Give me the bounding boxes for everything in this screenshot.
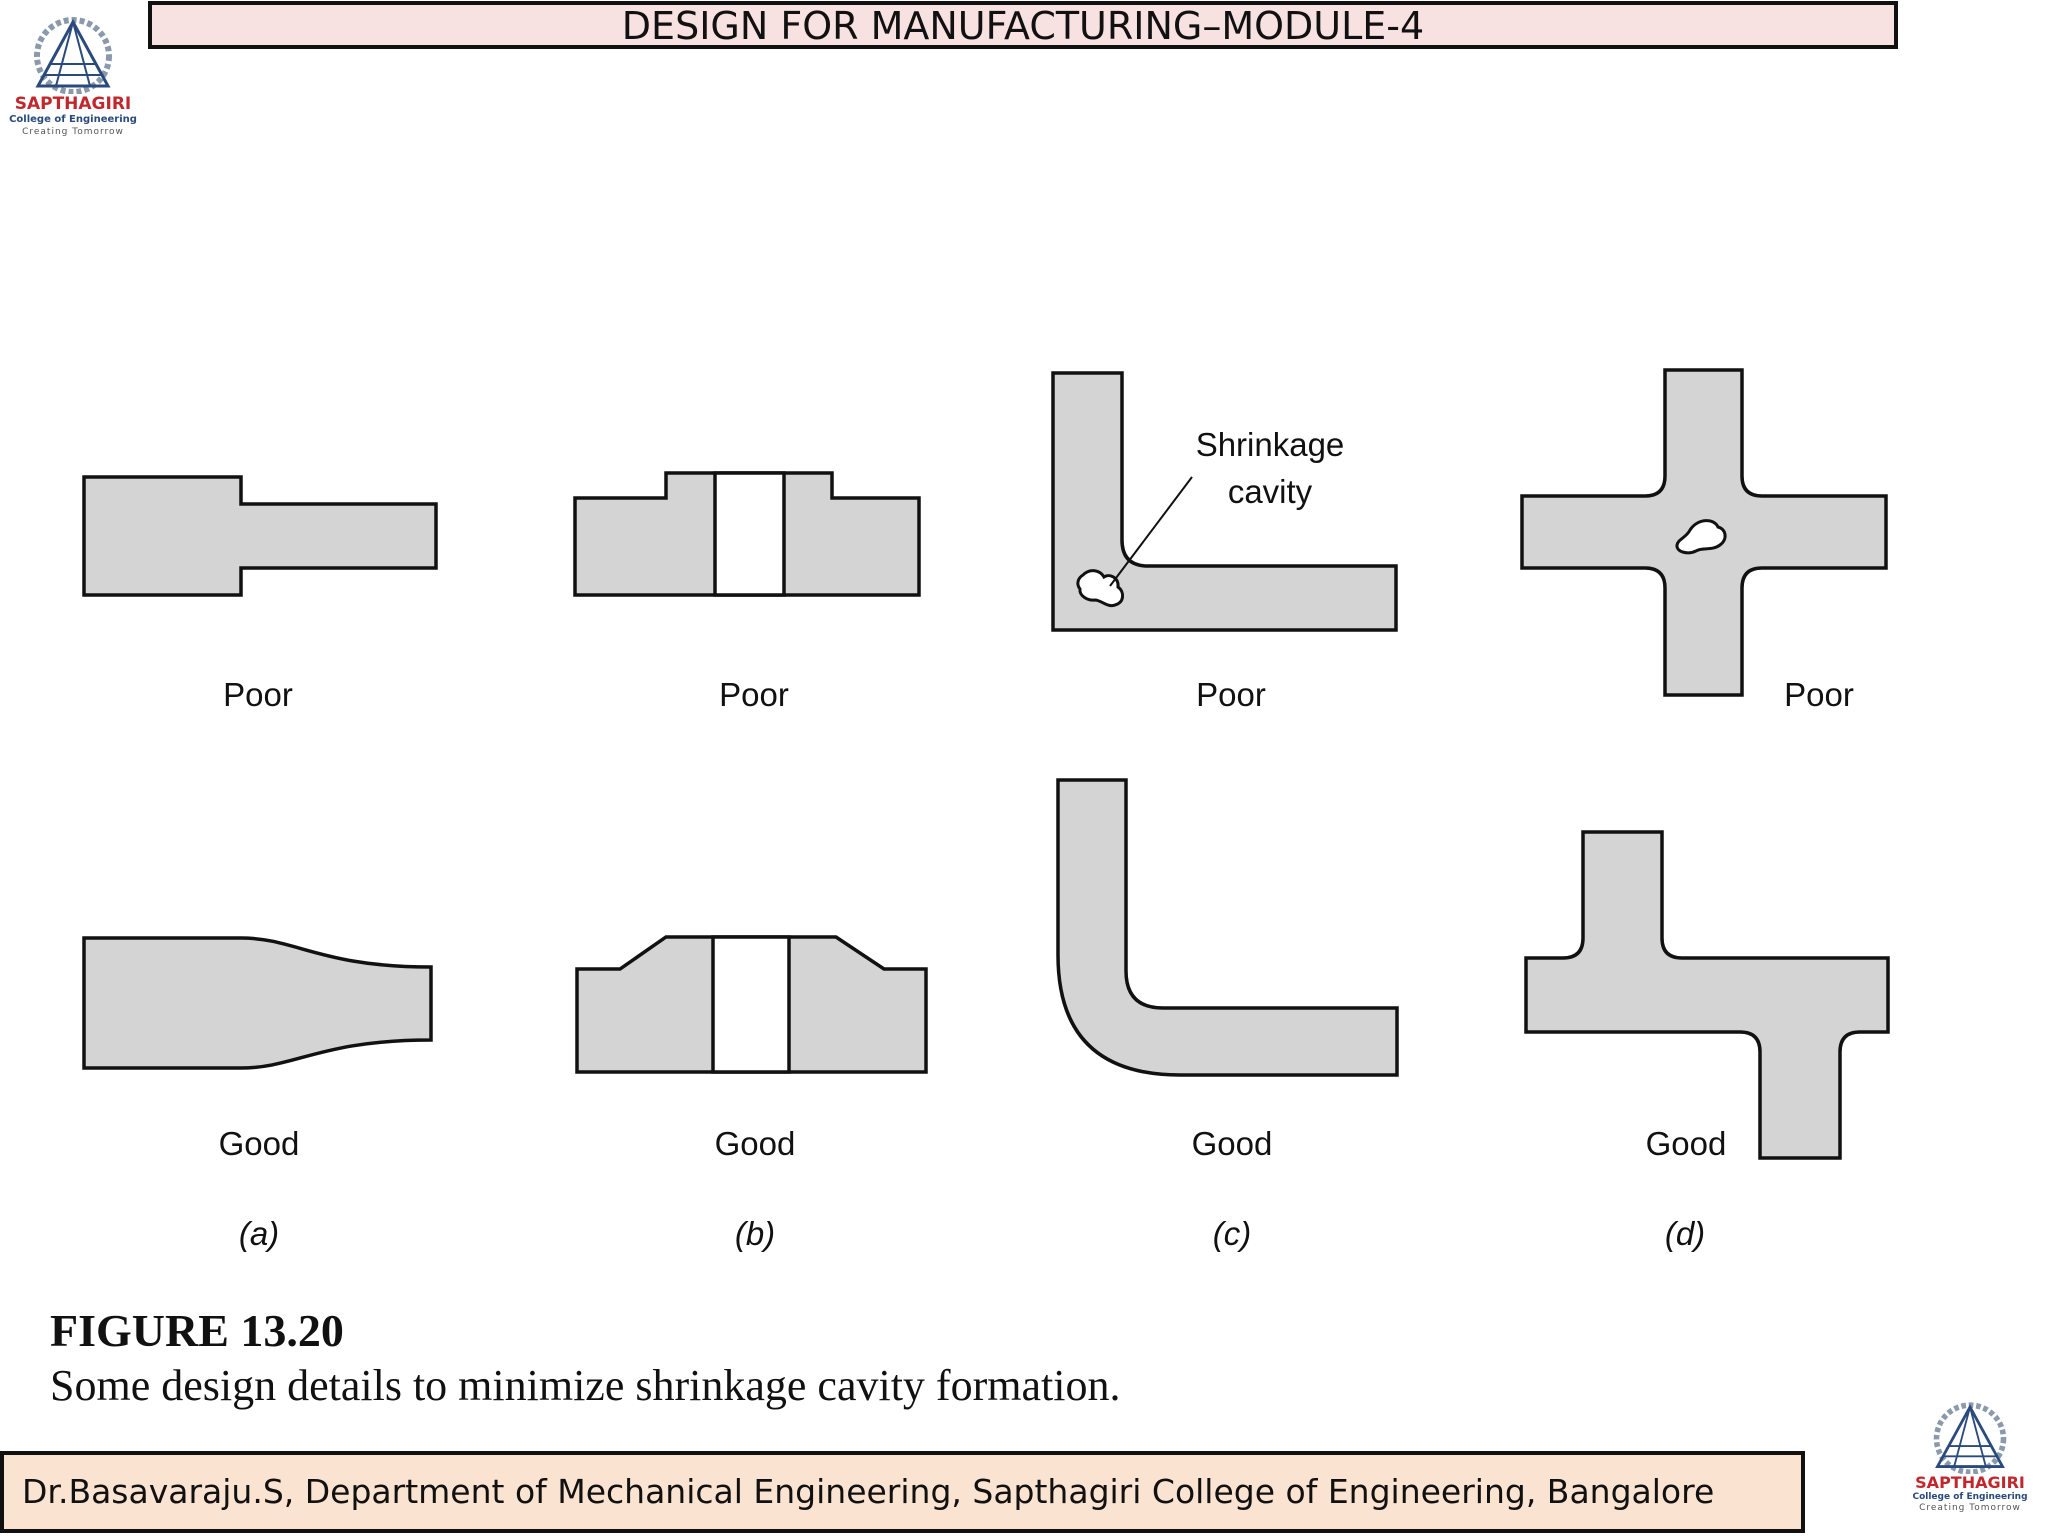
panel-c-good-label: Good <box>1192 1125 1273 1162</box>
panel-a-poor-label: Poor <box>223 676 293 713</box>
logo-subtitle: College of Engineering <box>1912 1492 2028 1502</box>
panel-a-good-shape <box>82 936 433 1070</box>
logo-tagline: Creating Tomorrow <box>1919 1503 2021 1513</box>
panel-d-good-shape <box>1524 830 1890 1160</box>
panel-c-cavity <box>1076 569 1124 608</box>
panel-d-poor-label: Poor <box>1784 676 1854 713</box>
panel-d-letter: (d) <box>1665 1215 1705 1252</box>
panel-c-poor-shape <box>1051 371 1398 632</box>
figure-caption: Some design details to minimize shrinkag… <box>50 1361 1121 1410</box>
panel-b-letter: (b) <box>735 1215 775 1252</box>
panel-a-good-label: Good <box>219 1125 300 1162</box>
panel-d-good-label: Good <box>1646 1125 1727 1162</box>
panel-a-letter: (a) <box>239 1215 279 1252</box>
panel-b-good-label: Good <box>715 1125 796 1162</box>
logo-name: SAPTHAGIRI <box>1915 1473 2025 1492</box>
footer-author: Dr.Basavaraju.S, Department of Mechanica… <box>0 1451 1805 1533</box>
slide-title: DESIGN FOR MANUFACTURING–MODULE-4 <box>148 1 1898 49</box>
panel-c-letter: (c) <box>1213 1215 1251 1252</box>
logo-emblem-icon <box>1933 1402 2007 1474</box>
shrinkage-figure: Shrinkage cavity Poor Poor Poor Poor Goo… <box>82 368 1890 1252</box>
logo-subtitle: College of Engineering <box>9 114 137 125</box>
logo-name: SAPTHAGIRI <box>14 94 132 114</box>
cavity-leader-line <box>1109 476 1193 587</box>
college-logo-footer: SAPTHAGIRI College of Engineering Creati… <box>1905 1394 2035 1514</box>
panel-b-good-hole <box>711 935 791 1074</box>
annotation-line2: cavity <box>1228 473 1313 510</box>
panel-c-poor-label: Poor <box>1196 676 1266 713</box>
figure-title: FIGURE 13.20 <box>50 1305 344 1356</box>
annotation-line1: Shrinkage <box>1196 426 1345 463</box>
panel-b-poor-label: Poor <box>719 676 789 713</box>
college-logo: SAPTHAGIRI College of Engineering Creati… <box>8 8 138 138</box>
logo-tagline: Creating Tomorrow <box>22 127 124 137</box>
logo-emblem-icon <box>34 17 112 94</box>
panel-d-cavity <box>1675 519 1727 555</box>
panel-a-poor-shape <box>82 475 438 597</box>
panel-c-good-shape <box>1056 778 1399 1077</box>
panel-b-poor-hole <box>713 471 786 597</box>
